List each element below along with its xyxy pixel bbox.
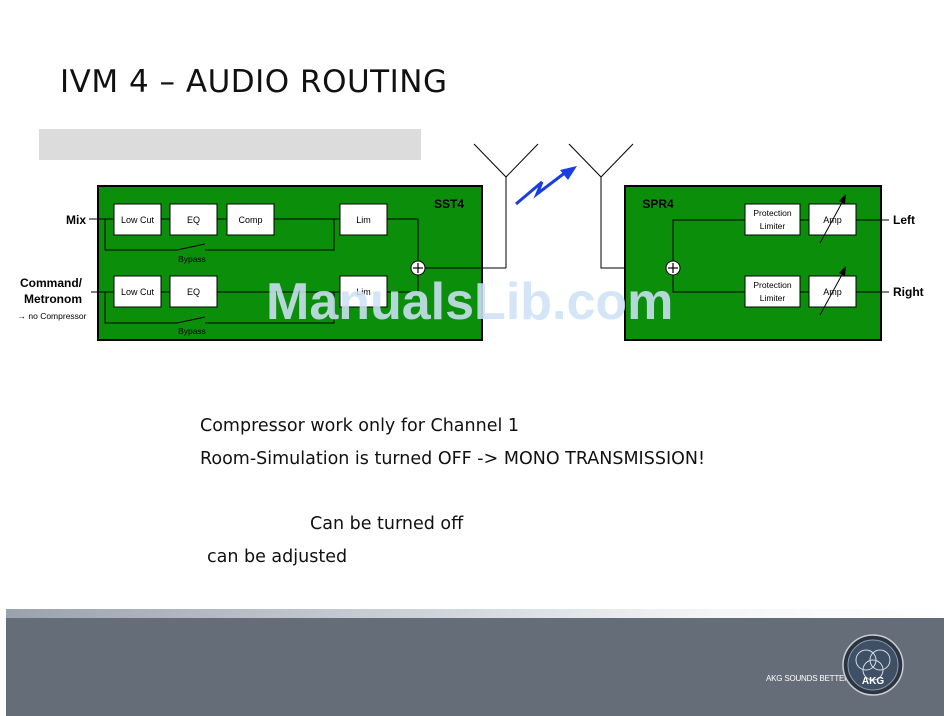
footer-gradient-strip [6, 609, 944, 618]
note-adjusted: can be adjusted [207, 547, 348, 567]
svg-text:Lim: Lim [356, 215, 371, 225]
ch1-lim-block: Lim [339, 203, 388, 236]
ch1-eq-block: EQ [169, 203, 218, 236]
left-protection-limiter-block: Protection Limiter [744, 203, 801, 236]
title-underline-bar [39, 129, 421, 160]
right-amp-block: Amp [808, 266, 857, 316]
svg-text:Low Cut: Low Cut [121, 215, 155, 225]
right-protection-limiter-block: Protection Limiter [744, 275, 801, 308]
footer-slogan: AKG SOUNDS BETTER [766, 674, 850, 683]
spr4-split-wiring [672, 219, 745, 293]
ch2-lim-block: Lim [339, 275, 388, 308]
sst4-summing-node [410, 260, 426, 276]
ch2-bypass-switch [104, 292, 335, 324]
slide-title: IVM 4 – AUDIO ROUTING [60, 64, 448, 100]
spr4-label: SPR4 [642, 197, 674, 211]
ch2-lowcut-block: Low Cut [113, 275, 162, 308]
footer-bar [6, 618, 944, 716]
wireless-link-icon [515, 166, 577, 206]
audio-routing-diagram: SST4 Mix Low Cut EQ Comp Lim Bypass Comm… [18, 143, 924, 341]
svg-text:Limiter: Limiter [760, 293, 786, 303]
note-compressor: Compressor work only for Channel 1 [200, 416, 520, 436]
watermark: ManualsLib.com [266, 273, 674, 331]
ch1-comp-block: Comp [226, 203, 275, 236]
svg-text:Protection: Protection [753, 208, 792, 218]
transmitter-antenna-icon [473, 143, 539, 178]
akg-logo-icon: AKG [842, 634, 904, 696]
ch1-input-label: Mix [66, 213, 86, 227]
ch2-input-note: → no Compressor [18, 311, 87, 321]
ch2-eq-block: EQ [169, 275, 218, 308]
note-turned-off: Can be turned off [310, 514, 464, 534]
ch2-bypass-label: Bypass [178, 326, 206, 336]
svg-text:Comp: Comp [238, 215, 262, 225]
svg-text:Lim: Lim [356, 287, 371, 297]
svg-text:Protection: Protection [753, 280, 792, 290]
left-output-label: Left [893, 213, 915, 227]
note-room-simulation: Room-Simulation is turned OFF -> MONO TR… [200, 449, 705, 469]
right-output-label: Right [893, 285, 924, 299]
svg-text:Limiter: Limiter [760, 221, 786, 231]
svg-text:EQ: EQ [187, 287, 200, 297]
ch1-bypass-switch [104, 219, 335, 251]
akg-logo-text: AKG [862, 676, 884, 687]
ch2-input-label-2: Metronom [24, 292, 82, 306]
svg-text:Low Cut: Low Cut [121, 287, 155, 297]
sst4-label: SST4 [434, 197, 464, 211]
sst4-sum-wiring [387, 177, 507, 293]
ch1-bypass-label: Bypass [178, 254, 206, 264]
ch1-lowcut-block: Low Cut [113, 203, 162, 236]
ch2-input-label-1: Command/ [20, 276, 83, 290]
svg-text:EQ: EQ [187, 215, 200, 225]
left-amp-block: Amp [808, 194, 857, 244]
